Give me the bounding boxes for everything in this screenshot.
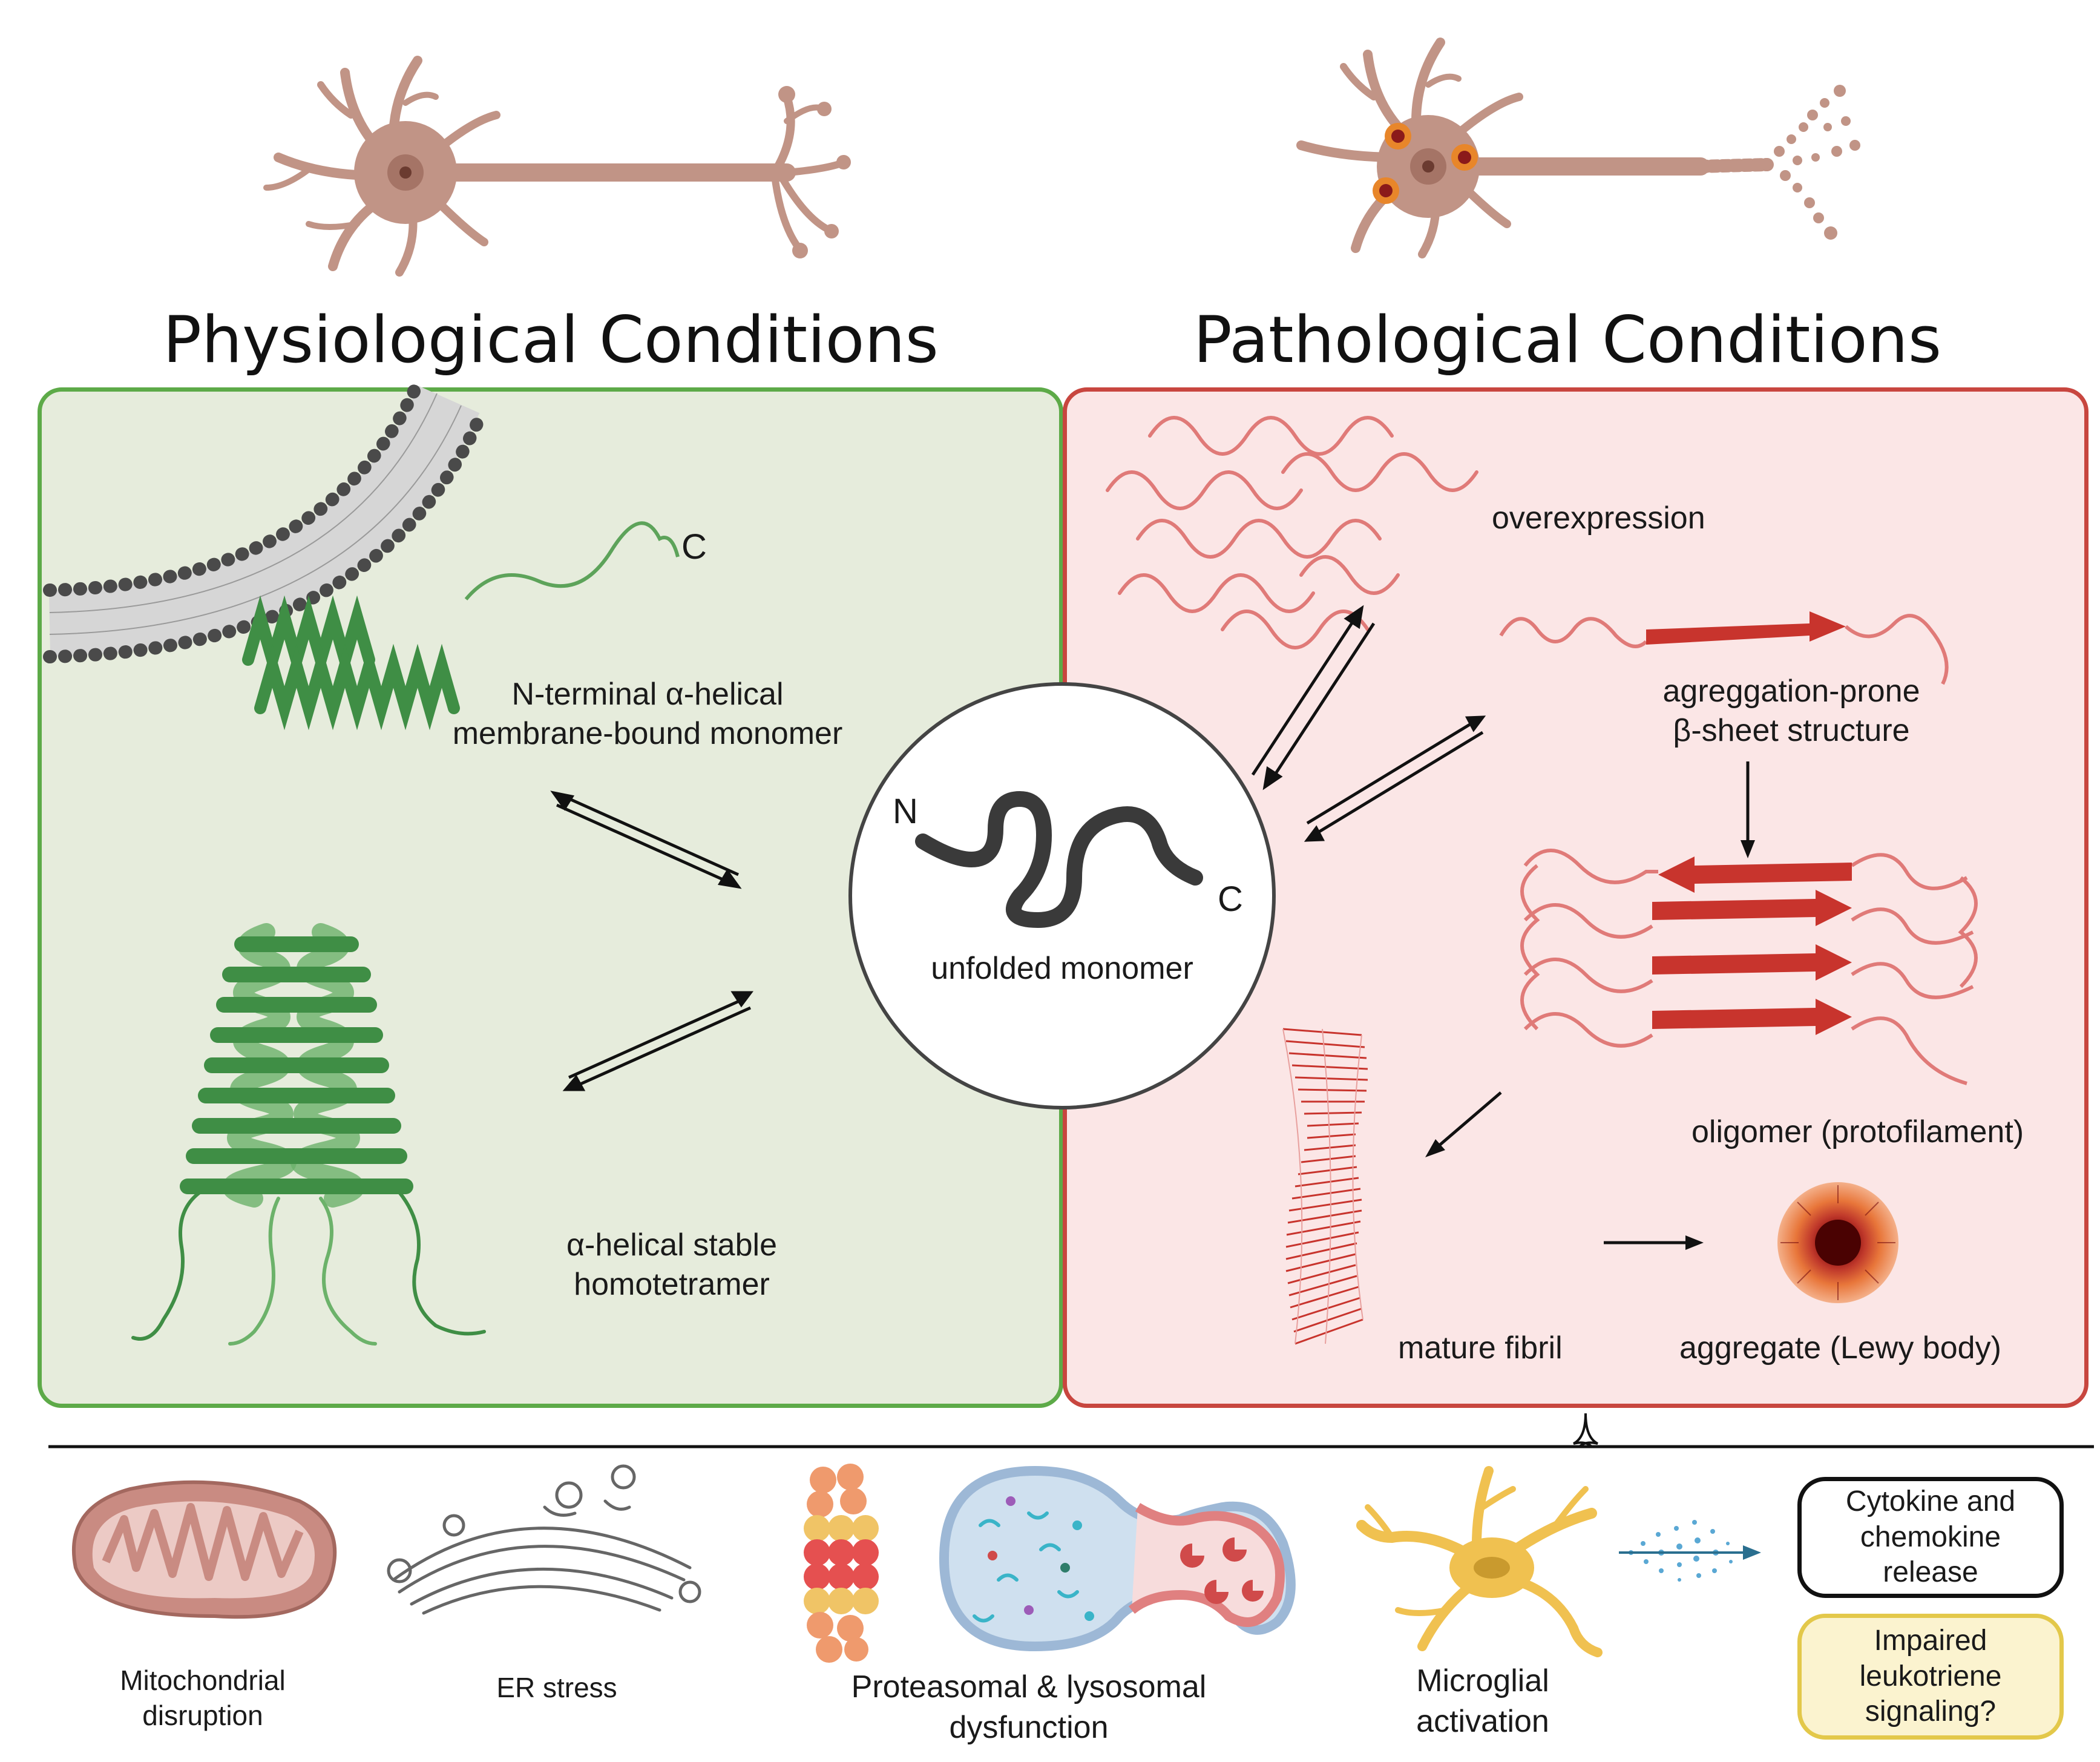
beta-sheet-icon [1499, 611, 1949, 685]
leuko-line1: Impaired [1874, 1625, 1987, 1657]
equilibrium-arrows-upper [550, 791, 742, 889]
helical-monomer-icon [242, 521, 680, 731]
pathological-title: Pathological Conditions [1193, 303, 1942, 377]
oligomer-icon [1520, 849, 1978, 1085]
lewy-body-icon [1777, 1182, 1898, 1303]
overexpression-label: overexpression [1492, 501, 1705, 536]
er-label: ER stress [496, 1672, 617, 1703]
arrow-to-fibril [1425, 1091, 1502, 1157]
proteo-label-line1: Proteasomal & lysosomal [851, 1669, 1207, 1704]
er-icon [387, 1464, 701, 1615]
microglia-icon [1356, 1466, 1603, 1657]
proteasome-icon [804, 1464, 879, 1663]
oligomer-label: oligomer (protofilament) [1691, 1114, 2024, 1149]
cytokine-line3: release [1883, 1556, 1978, 1589]
cytokine-box: Cytokine and chemokine release [1797, 1477, 2064, 1598]
homotetramer-icon [131, 923, 486, 1346]
leukotriene-box: Impaired leukotriene signaling? [1797, 1614, 2064, 1740]
cytokine-line1: Cytokine and [1845, 1485, 2016, 1518]
overexpression-icon [1106, 416, 1478, 649]
tetramer-label-line1: α-helical stable [566, 1228, 777, 1263]
equilibrium-arrows-overexpression [1251, 605, 1376, 791]
unfolded-monomer-label: unfolded monomer [931, 951, 1193, 986]
mito-label-line2: disruption [142, 1700, 263, 1731]
section-divider [48, 1413, 2094, 1448]
physiological-title: Physiological Conditions [163, 303, 939, 377]
monomer-label-line1: N-terminal α-helical [511, 677, 784, 712]
leuko-line3: signaling? [1865, 1695, 1997, 1728]
equilibrium-arrows-lower [562, 991, 753, 1091]
c-terminal-label: C [681, 527, 707, 567]
unfolded-monomer-circle [848, 682, 1276, 1109]
lysosome-icon [939, 1465, 1296, 1652]
n-terminal-label: N [893, 792, 918, 831]
proteo-label-line2: dysfunction [949, 1710, 1109, 1745]
cytokine-line2: chemokine [1860, 1520, 2001, 1553]
beta-label-line1: agreggation-prone [1662, 674, 1920, 709]
lipid-membrane-icon [43, 381, 489, 663]
micro-label-line1: Microglial [1416, 1663, 1549, 1698]
cytokine-release-arrow [1619, 1520, 1761, 1582]
aggregate-label: aggregate (Lewy body) [1679, 1330, 2001, 1366]
healthy-neuron-icon [263, 56, 851, 277]
leuko-line2: leukotriene [1859, 1660, 2002, 1692]
mitochondria-icon [71, 1480, 337, 1619]
monomer-label-line2: membrane-bound monomer [452, 716, 843, 751]
beta-label-line2: β-sheet structure [1673, 713, 1910, 748]
mature-fibril-icon [1282, 1028, 1368, 1345]
equilibrium-arrows-beta [1304, 715, 1486, 842]
mito-label-line1: Mitochondrial [120, 1665, 286, 1696]
arrow-to-oligomer [1741, 761, 1755, 858]
arrow-to-aggregate [1604, 1235, 1704, 1250]
micro-label-line2: activation [1416, 1704, 1549, 1739]
diseased-neuron-icon [1296, 38, 1860, 258]
c-terminal-center-label: C [1218, 879, 1243, 919]
fibril-label: mature fibril [1398, 1330, 1563, 1366]
tetramer-label-line2: homotetramer [574, 1267, 770, 1302]
